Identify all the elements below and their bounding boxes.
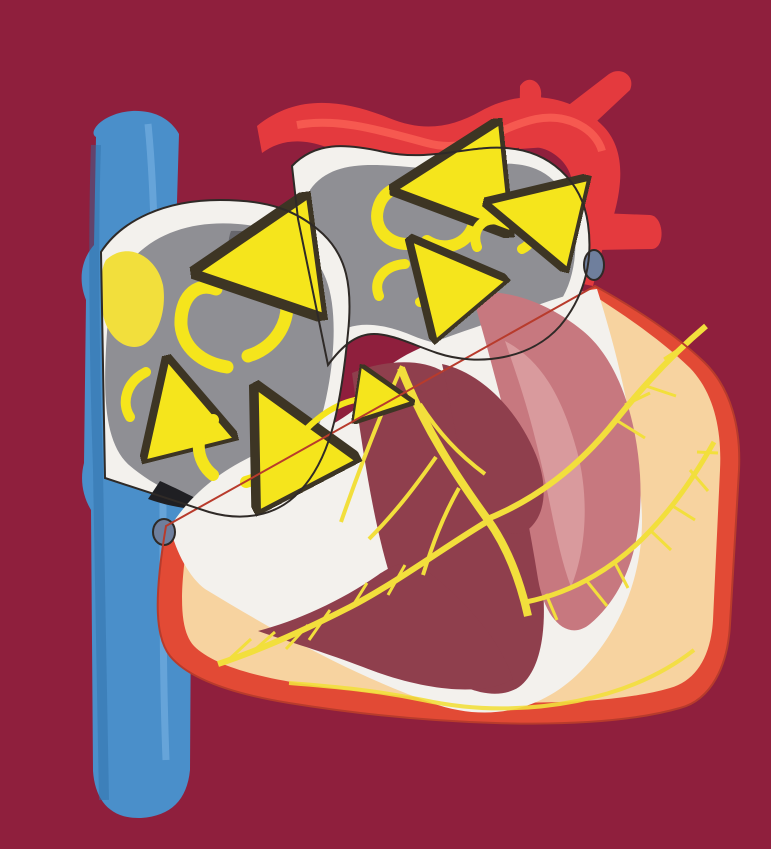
aorta-right-branch: [596, 213, 662, 250]
